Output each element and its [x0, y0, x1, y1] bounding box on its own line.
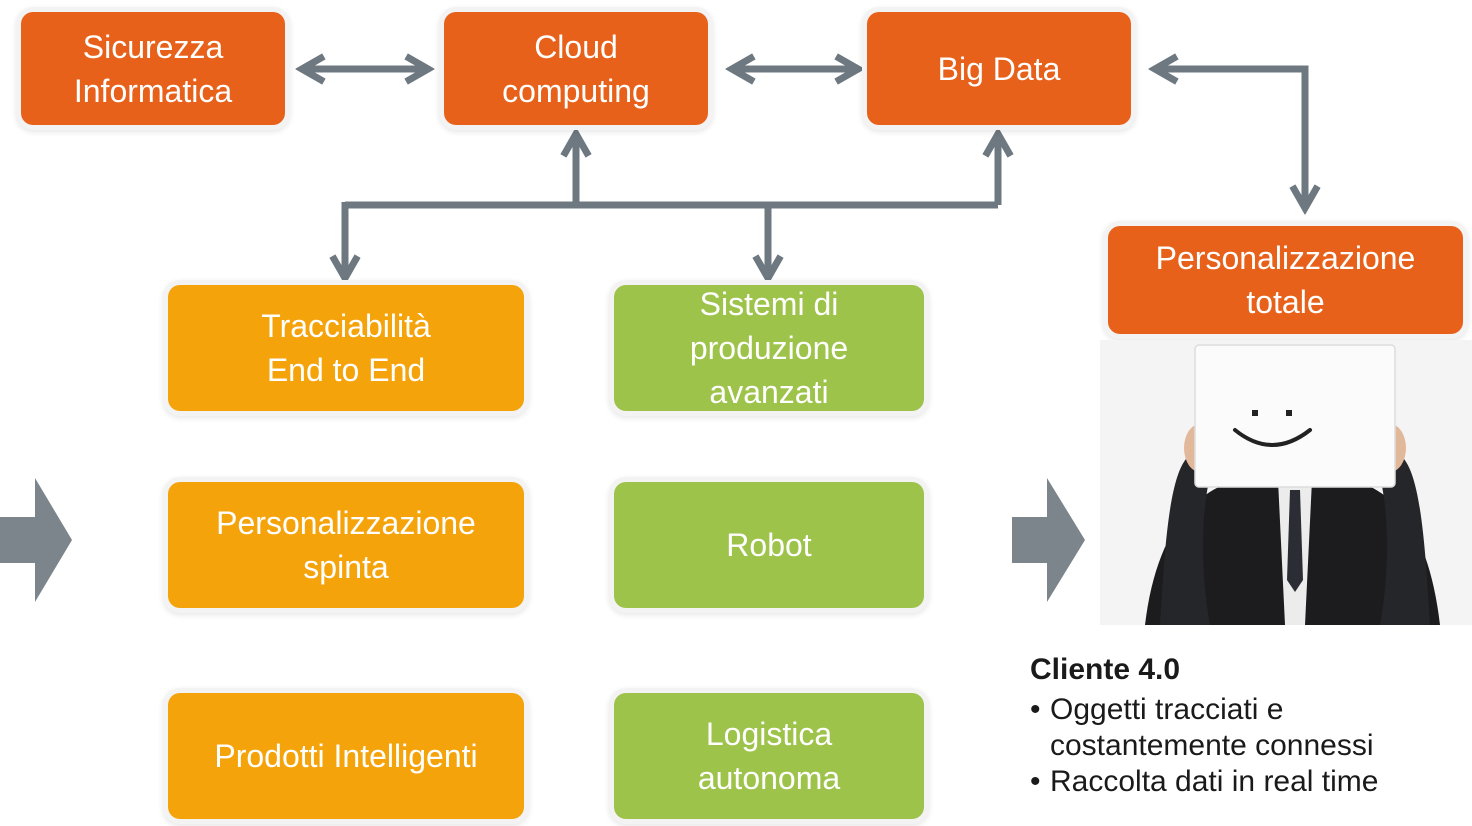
box-sistemi-produzione: Sistemi di produzione avanzati — [614, 285, 924, 411]
box-prodotti-intelligenti: Prodotti Intelligenti — [168, 693, 524, 819]
box-personalizzazione-spinta: Personalizzazione spinta — [168, 482, 524, 608]
cliente-title: Cliente 4.0 — [1030, 653, 1181, 686]
box-cloud-computing: Cloud computing — [444, 12, 708, 125]
person-smiley-photo — [1100, 340, 1472, 625]
box-robot: Robot — [614, 482, 924, 608]
person-holding-smiley-mask-icon — [1145, 344, 1440, 625]
cliente-bullet-1: Oggetti tracciati e costantemente connes… — [1030, 692, 1470, 764]
box-big-data: Big Data — [867, 12, 1131, 125]
box-sicurezza-informatica: Sicurezza Informatica — [21, 12, 285, 125]
box-logistica-autonoma: Logistica autonoma — [614, 693, 924, 819]
cliente-bullet-2: Raccolta dati in real time — [1030, 764, 1470, 800]
right-block-arrow — [1012, 478, 1085, 602]
box-tracciabilita: Tracciabilità End to End — [168, 285, 524, 411]
arrow-bigdata-personalizzazione — [1158, 69, 1305, 205]
cliente-caption: Cliente 4.0 Oggetti tracciati e costante… — [1030, 652, 1470, 800]
box-personalizzazione-totale: Personalizzazione totale — [1108, 226, 1463, 334]
left-block-arrow — [0, 478, 72, 602]
